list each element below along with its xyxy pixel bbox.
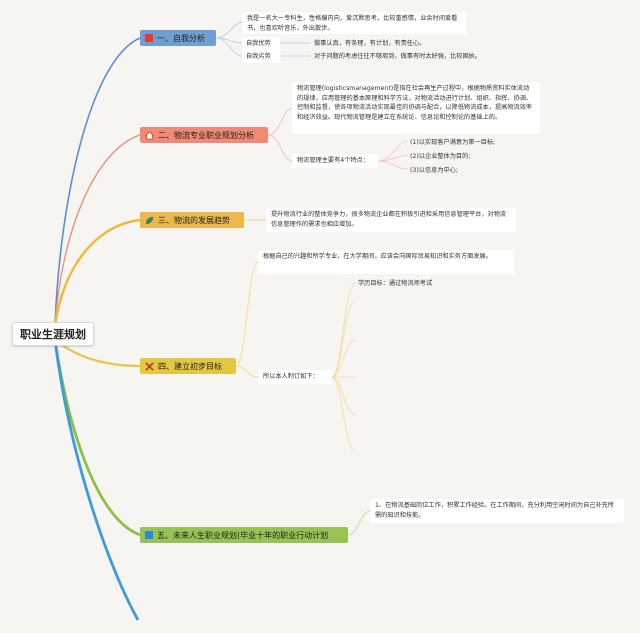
connector-root-b1: [54, 37, 141, 326]
strength-value: 做事认真，有条理，有计划，有责任心。: [314, 40, 426, 47]
logistics-definition-note: 物流管理(logisticsmanagement)是指在社会再生产过程中，根据物…: [292, 82, 540, 134]
connector-b2-features: [377, 140, 409, 170]
red-square-icon: [145, 34, 153, 42]
blue-square-icon: [145, 531, 153, 539]
action-plan-note: 1、在物流基础岗位工作，积累工作经验。在工作期间，充分利用空闲时间为自己补充所需…: [370, 499, 624, 523]
branch-logistics-trend-label: 三、物流的发展趋势: [158, 215, 230, 225]
connector-b2-children: [267, 107, 293, 162]
branch-career-action-plan[interactable]: 五、未来人生职业规划(毕业十年的职业行动计划: [140, 527, 348, 543]
connector-b1-values: [280, 42, 310, 57]
connector-b1-children: [215, 21, 243, 57]
connector-root-b2: [54, 134, 141, 326]
feature-item: (2)以企业整体为目的;: [410, 153, 471, 160]
features-label: 物流管理主要有4个特点：: [292, 154, 378, 168]
feature-item: (1)以实现客户满意为第一目标;: [410, 139, 496, 146]
trend-note: 提升物流行业的整体竞争力，很多物流企业都在积极引进和采用信息管理平台，对物流信息…: [266, 208, 516, 232]
leaf-icon: [145, 216, 154, 225]
branch-initial-goals-label: 四、建立初步目标: [158, 361, 222, 371]
branch-initial-goals[interactable]: 四、建立初步目标: [140, 358, 236, 374]
branch-self-analysis-label: 一、自我分析: [157, 33, 205, 43]
degree-goal: 学历目标：通过物流师考试: [358, 280, 433, 287]
goal-basis-note: 根据自己的兴趣和所学专业，在大学期间，应该会向国际贸易知识和实务方面发展。: [258, 250, 514, 274]
connector-root-b5: [53, 339, 141, 537]
branch-self-analysis[interactable]: 一、自我分析: [140, 30, 216, 46]
self-intro-note: 我是一名大一专科生，性格偏内向，爱沉默思考。比较重感情，业余时间爱看书，也喜欢听…: [242, 12, 466, 34]
branch-logistics-analysis-label: 二、物流专业职业规划分析: [158, 130, 254, 140]
connector-b4-children: [235, 261, 259, 378]
plan-label: 所以本人制订如下：: [258, 370, 332, 384]
connector-root-b3: [53, 218, 141, 326]
connector-b5-child: [347, 510, 371, 536]
weakness-value: 对于问题的考虑往往不够周到，做事有时太好强，比较固执。: [314, 53, 482, 60]
branch-logistics-trend[interactable]: 三、物流的发展趋势: [140, 212, 244, 228]
tools-icon: [145, 361, 154, 371]
feature-item: (3)以信息为中心;: [410, 167, 458, 174]
weakness-label: 自我劣势: [242, 50, 280, 63]
connector-b4-sub: [331, 281, 357, 453]
branch-career-action-plan-label: 五、未来人生职业规划(毕业十年的职业行动计划: [157, 530, 329, 540]
connector-root-b6: [53, 339, 140, 621]
house-icon: [145, 130, 154, 140]
strength-label: 自我优势: [242, 37, 280, 50]
branch-logistics-analysis[interactable]: 二、物流专业职业规划分析: [140, 127, 268, 143]
root-node[interactable]: 职业生涯规划: [12, 322, 94, 346]
